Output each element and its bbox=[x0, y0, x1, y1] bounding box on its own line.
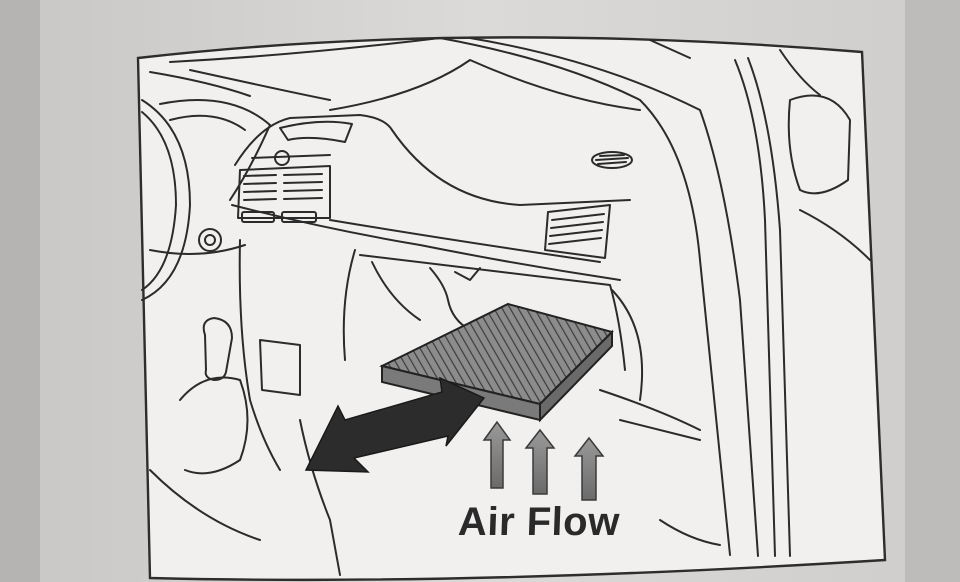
air-flow-caption: Air Flow bbox=[457, 500, 620, 545]
